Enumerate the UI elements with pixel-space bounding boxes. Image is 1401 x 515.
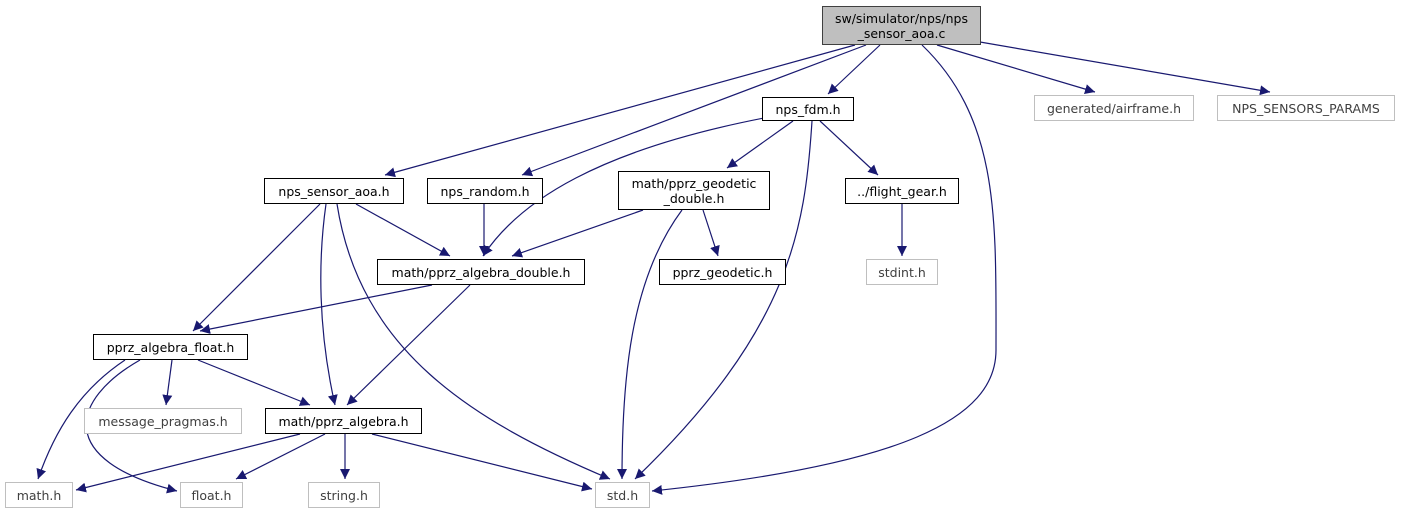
edge-algebra-float-to-message-pragmas xyxy=(162,359,173,406)
node-pprz-algebra-double[interactable]: math/pprz_algebra_double.h xyxy=(377,259,585,285)
node-nps-random[interactable]: nps_random.h xyxy=(427,178,543,204)
edge-geodetic-double-to-std xyxy=(617,209,683,480)
edge-root-to-nps-fdm xyxy=(827,44,881,95)
edge-geodetic-double-to-algebra-double xyxy=(511,209,644,258)
node-flight-gear[interactable]: ../flight_gear.h xyxy=(845,178,959,204)
edge-root-to-nps-random xyxy=(521,44,867,177)
node-generated-airframe: generated/airframe.h xyxy=(1034,95,1194,121)
edge-algebra-float-to-algebra xyxy=(197,359,311,406)
edge-algebra-to-float xyxy=(235,433,326,480)
node-nps-fdm[interactable]: nps_fdm.h xyxy=(762,97,854,121)
edge-nps-fdm-to-algebra-double xyxy=(482,117,765,257)
edge-root-to-airframe xyxy=(936,44,1096,94)
edge-algebra-float-to-math xyxy=(36,359,126,480)
node-stdint: stdint.h xyxy=(866,259,938,285)
edge-algebra-to-std xyxy=(371,433,593,492)
node-pprz-algebra-float[interactable]: pprz_algebra_float.h xyxy=(93,334,248,360)
edge-nps-sensor-aoa-to-std xyxy=(336,203,611,480)
node-pprz-geodetic[interactable]: pprz_geodetic.h xyxy=(659,259,786,285)
edge-nps-sensor-aoa-to-algebra-double xyxy=(355,203,451,257)
node-float: float.h xyxy=(180,482,243,508)
edge-root-to-nps-sensor-aoa xyxy=(384,44,856,178)
node-string: string.h xyxy=(308,482,380,508)
edge-algebra-double-to-algebra-float xyxy=(199,284,433,334)
node-pprz-geodetic-double[interactable]: math/pprz_geodetic _double.h xyxy=(618,171,770,210)
node-std: std.h xyxy=(595,482,650,508)
edge-nps-fdm-to-geodetic-double xyxy=(726,120,794,169)
edge-root-to-nps-params xyxy=(979,41,1271,96)
edge-algebra-double-to-algebra xyxy=(346,284,471,406)
node-nps-sensor-aoa-h[interactable]: nps_sensor_aoa.h xyxy=(264,178,404,204)
node-root: sw/simulator/nps/nps _sensor_aoa.c xyxy=(822,6,981,45)
edge-nps-fdm-to-flight-gear xyxy=(819,120,879,176)
edge-nps-sensor-aoa-to-algebra-float xyxy=(192,203,321,332)
edge-algebra-to-math xyxy=(75,433,301,493)
node-math: math.h xyxy=(5,482,73,508)
edge-root-to-std xyxy=(651,44,997,495)
node-message-pragmas: message_pragmas.h xyxy=(84,408,242,434)
edge-geodetic-double-to-pprz-geodetic xyxy=(702,209,720,257)
edge-nps-sensor-aoa-to-algebra xyxy=(320,203,338,406)
node-nps-sensors-params: NPS_SENSORS_PARAMS xyxy=(1217,95,1395,121)
edge-nps-fdm-to-std xyxy=(634,120,813,480)
node-pprz-algebra[interactable]: math/pprz_algebra.h xyxy=(265,408,422,434)
